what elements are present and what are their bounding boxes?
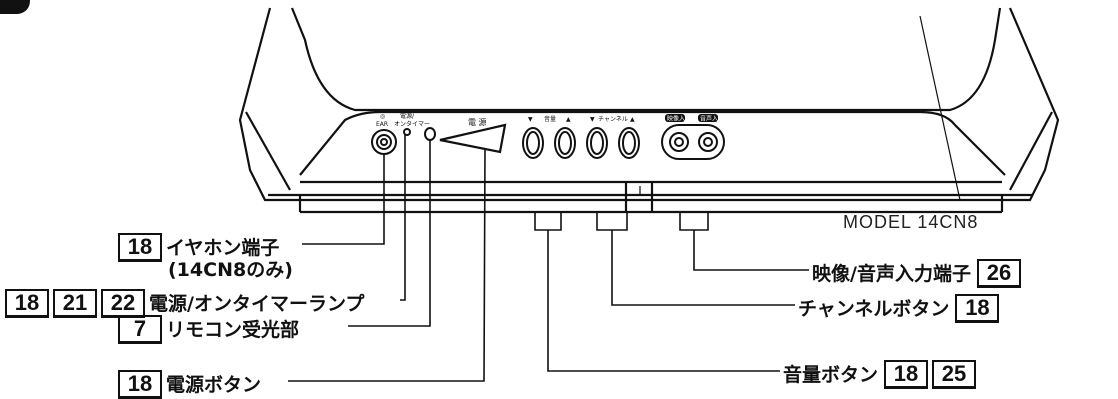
callout-volume-button-text: 音量ボタン [783, 363, 879, 386]
callout-earphone-note: (14CN8のみ) [168, 259, 293, 281]
callout-remote-sensor: 7 リモコン受光部 [118, 315, 299, 344]
power-timer-label-2: オンタイマー [394, 120, 430, 128]
volume-up-button [554, 127, 576, 159]
earphone-jack [371, 129, 397, 155]
video-in-badge [665, 114, 685, 122]
video-in-label: 映像入力 [667, 115, 691, 123]
volume-down-arrow: ▼ [528, 116, 533, 123]
callout-channel-button: チャンネルボタン 18 [798, 294, 1003, 323]
power-lamp [403, 128, 411, 136]
tv-body [238, 7, 1060, 214]
page-ref: 18 [118, 233, 162, 262]
page-ref: 21 [53, 289, 97, 318]
page-ref: 7 [118, 315, 162, 344]
channel-down-arrow: ▼ [590, 116, 595, 123]
audio-in-label: 音声入力 [700, 115, 724, 123]
callout-remote-sensor-text: リモコン受光部 [166, 318, 300, 341]
page-ref: 18 [884, 360, 929, 389]
callout-volume-button: 音量ボタン 18 25 [783, 360, 980, 389]
ear-label: EAR [376, 121, 388, 128]
callout-power-lamp-text: 電源/オンタイマーランプ [149, 292, 365, 315]
page-ref: 22 [101, 289, 145, 318]
av-input-panel [661, 124, 725, 160]
model-name: MODEL 14CN8 [843, 212, 979, 232]
ear-symbol: ◎ [380, 113, 385, 120]
page-ref: 25 [932, 360, 977, 389]
leader-lines [288, 135, 809, 382]
channel-down-button [586, 127, 608, 159]
page-ref: 18 [5, 289, 49, 318]
video-input-jack [669, 132, 689, 152]
callout-av-input-text: 映像/音声入力端子 [812, 262, 971, 285]
power-switch [439, 123, 507, 154]
page-ref: 26 [976, 259, 1021, 288]
callout-av-input: 映像/音声入力端子 26 [812, 259, 1025, 288]
remote-sensor [424, 127, 436, 141]
power-label: 電 源 [468, 118, 487, 127]
channel-up-button [618, 127, 640, 159]
page-ref: 18 [955, 294, 1000, 323]
callout-power-button: 18 電源ボタン [118, 370, 261, 399]
callout-power-lamp: 18 21 22 電源/オンタイマーランプ [5, 289, 364, 318]
power-timer-label-1: 電源/ [400, 112, 415, 120]
volume-up-arrow: ▲ [566, 116, 571, 123]
earphone-note-text: (14CN8のみ) [168, 259, 293, 281]
page-ref: 18 [118, 370, 162, 399]
volume-label: 音量 [544, 115, 556, 123]
volume-down-button [522, 127, 544, 159]
callout-earphone-text: イヤホン端子 [166, 236, 280, 259]
channel-up-arrow: ▲ [630, 116, 635, 123]
channel-label: チャンネル [598, 116, 628, 123]
audio-in-badge [698, 114, 718, 122]
callout-power-button-text: 電源ボタン [166, 373, 262, 396]
audio-input-jack [698, 132, 718, 152]
callout-earphone: 18 イヤホン端子 [118, 233, 279, 262]
corner-mark [0, 0, 30, 14]
callout-channel-button-text: チャンネルボタン [798, 297, 950, 320]
